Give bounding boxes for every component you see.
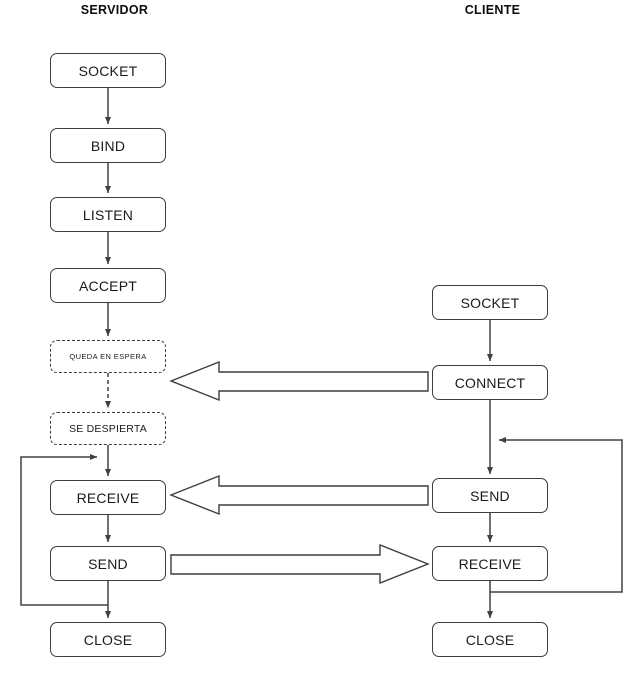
- node-client-connect[interactable]: CONNECT: [432, 365, 548, 400]
- node-server-close[interactable]: CLOSE: [50, 622, 166, 657]
- node-server-queda-en-espera[interactable]: QUEDA EN ESPERA: [50, 340, 166, 373]
- node-server-se-despierta[interactable]: SE DESPIERTA: [50, 412, 166, 445]
- node-server-send[interactable]: SEND: [50, 546, 166, 581]
- node-server-receive[interactable]: RECEIVE: [50, 480, 166, 515]
- column-header-servidor: SERVIDOR: [80, 3, 149, 17]
- node-client-receive[interactable]: RECEIVE: [432, 546, 548, 581]
- column-header-cliente: CLIENTE: [464, 3, 521, 17]
- block-arrow-connect-to-espera: [169, 360, 429, 402]
- block-arrow-srvsend-to-clireceive: [170, 543, 430, 585]
- block-arrow-clisend-to-srvreceive: [169, 474, 429, 516]
- node-server-bind[interactable]: BIND: [50, 128, 166, 163]
- node-client-close[interactable]: CLOSE: [432, 622, 548, 657]
- node-client-socket[interactable]: SOCKET: [432, 285, 548, 320]
- node-server-listen[interactable]: LISTEN: [50, 197, 166, 232]
- node-server-socket[interactable]: SOCKET: [50, 53, 166, 88]
- node-server-accept[interactable]: ACCEPT: [50, 268, 166, 303]
- node-client-send[interactable]: SEND: [432, 478, 548, 513]
